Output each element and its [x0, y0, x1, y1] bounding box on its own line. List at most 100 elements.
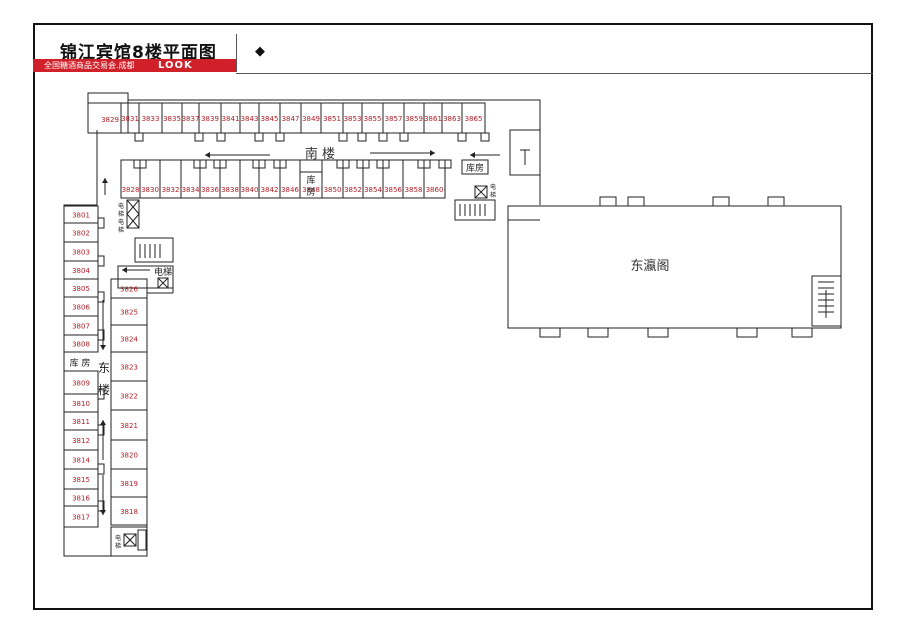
- room-number: 3814: [72, 457, 90, 465]
- room-number: 3850: [324, 186, 342, 194]
- door-nub: [213, 159, 227, 169]
- room-number: 3843: [241, 115, 259, 123]
- hall-window: [539, 327, 561, 338]
- hall-window: [736, 327, 758, 338]
- door-nub: [97, 291, 105, 303]
- room-number: 3842: [261, 186, 279, 194]
- door-nub: [216, 132, 226, 142]
- stair-step-box: [137, 529, 147, 551]
- room-box: [63, 505, 99, 528]
- event-subtitle: 全国糖酒商品交易会.成都: [44, 61, 135, 70]
- room-number: 3839: [201, 115, 219, 123]
- room-number: 3824: [120, 336, 138, 344]
- page-title: 锦江宾馆8楼平面图: [60, 43, 217, 63]
- room-number: 3828: [122, 186, 140, 194]
- room-number: 3857: [385, 115, 403, 123]
- stairwell: [110, 526, 148, 557]
- door-nub: [134, 132, 144, 142]
- elevator-shaft: [126, 199, 140, 229]
- elevator-cross: [123, 533, 137, 547]
- storeroom-east-label: 库 房: [70, 357, 91, 369]
- room-number: 3812: [72, 437, 90, 445]
- room-number: 3811: [72, 418, 90, 426]
- east-hall: [507, 205, 842, 329]
- arrow-head: [430, 150, 435, 156]
- room-number: 3836: [201, 186, 219, 194]
- side-block: [509, 129, 541, 176]
- door-nub: [97, 388, 105, 400]
- elevator-label: 电: [118, 218, 124, 226]
- door-nub: [193, 159, 207, 169]
- room-number: 3831: [121, 115, 139, 123]
- door-nub: [254, 132, 264, 142]
- east-building-label: 东: [98, 361, 110, 375]
- room-number: 3826: [120, 286, 138, 294]
- door-nub: [480, 132, 490, 142]
- room-number: 3865: [465, 115, 483, 123]
- arrow-head: [122, 267, 127, 273]
- room-number: 3825: [120, 309, 138, 317]
- door-nub: [356, 159, 370, 169]
- door-nub: [378, 132, 388, 142]
- room-number: 3803: [72, 249, 90, 257]
- hall-window: [712, 196, 730, 207]
- diamond-marker-icon: ◆: [255, 44, 265, 59]
- room-number: 3863: [443, 115, 461, 123]
- hall-window: [599, 196, 617, 207]
- stairwell: [454, 199, 496, 221]
- room-number: 3837: [182, 115, 200, 123]
- elevator-label: 电梯: [154, 266, 172, 278]
- hall-stairwell: [811, 275, 842, 327]
- door-nub: [97, 255, 105, 267]
- room-number: 3849: [302, 115, 320, 123]
- elevator-car: [474, 185, 488, 199]
- room-number: 3809: [72, 380, 90, 388]
- room-number: 3841: [222, 115, 240, 123]
- room-number: 3859: [405, 115, 423, 123]
- room-number: 3832: [162, 186, 180, 194]
- room-number: 3861: [424, 115, 442, 123]
- storeroom-north-label: 库房: [466, 162, 484, 174]
- room-number: 3820: [120, 452, 138, 460]
- elevator-label: 电: [118, 202, 124, 210]
- south-building-label: 南 楼: [305, 146, 335, 162]
- room-number: 3838: [221, 186, 239, 194]
- elevator-car: [123, 533, 137, 547]
- storeroom: [299, 171, 323, 199]
- arrow-head: [100, 420, 106, 425]
- room-box: [63, 334, 99, 353]
- corner-room-cap: [87, 92, 129, 104]
- room-number: 3860: [426, 186, 444, 194]
- room-number: 3851: [323, 115, 341, 123]
- elevator-label: 电: [490, 183, 496, 191]
- hall-window: [791, 327, 813, 338]
- room-number: 3819: [120, 480, 138, 488]
- room-number: 3853: [344, 115, 362, 123]
- storeroom-label: 房: [306, 186, 315, 198]
- room-number: 3810: [72, 400, 90, 408]
- room-number: 3817: [72, 514, 90, 522]
- elevator-cross: [474, 185, 488, 199]
- hall-window: [767, 196, 785, 207]
- east-hall-label: 东瀛阁: [630, 258, 669, 274]
- door-nub: [457, 132, 467, 142]
- elevator-cross: [157, 277, 169, 289]
- room-number: 3848: [302, 186, 320, 194]
- room-number: 3818: [120, 508, 138, 516]
- door-nub: [97, 217, 105, 229]
- elevator-label: 电: [115, 534, 121, 542]
- room-number: 3845: [261, 115, 279, 123]
- room-number: 3835: [163, 115, 181, 123]
- arrow-head: [102, 178, 108, 183]
- door-nub: [133, 159, 147, 169]
- arrow-head: [100, 345, 106, 350]
- door-nub: [97, 329, 105, 341]
- storeroom-label: 库: [306, 174, 315, 186]
- room-number: 3833: [142, 115, 160, 123]
- elevator-car: [157, 277, 169, 289]
- room-number: 3856: [384, 186, 402, 194]
- room-box: [110, 496, 148, 526]
- arrow-head: [100, 510, 106, 515]
- door-nub: [273, 159, 287, 169]
